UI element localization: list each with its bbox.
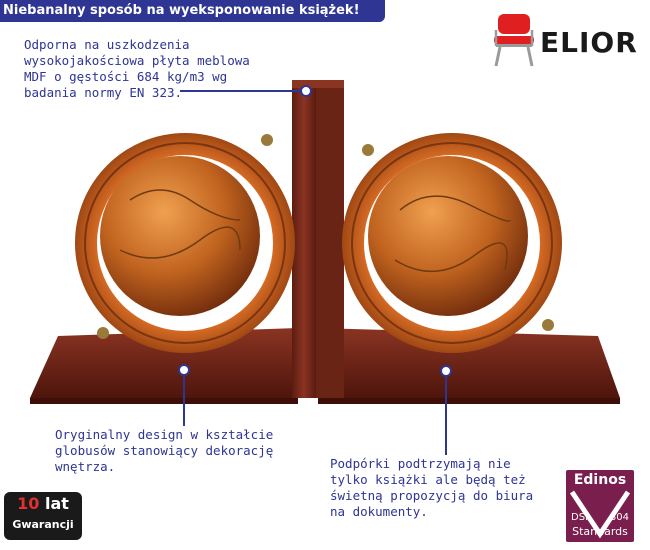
caption-material: Odporna na uszkodzenia wysokojakościowa …: [24, 37, 250, 100]
left-base-front: [30, 398, 298, 404]
promo-banner: Niebanalny sposób na wyeksponowanie ksią…: [0, 0, 385, 22]
left-upright: [292, 84, 316, 398]
caption-use: Podpórki podtrzymają nie tylko książki a…: [330, 456, 534, 519]
warranty-years: 10 lat: [17, 494, 69, 513]
certificate-brand: Edinos: [573, 472, 627, 488]
brand-logo: ELIOR: [492, 12, 642, 72]
chair-icon: [494, 14, 534, 67]
warranty-label: Gwarancji: [12, 518, 74, 531]
pointer-line-use: [445, 375, 447, 455]
brand-name: ELIOR: [540, 26, 638, 59]
certificate-check-icon: [569, 490, 631, 539]
right-upright: [316, 84, 344, 398]
right-base: [318, 328, 620, 398]
certificate-left: DSI: [571, 512, 588, 523]
pointer-line-material: [180, 90, 304, 92]
right-base-front: [318, 398, 620, 404]
pointer-dot-material: [300, 85, 312, 97]
certificate-bottom: Standards: [572, 525, 628, 538]
caption-design: Oryginalny design w kształcie globusów s…: [55, 427, 274, 474]
certificate-badge: Edinos DSI 804 Standards: [566, 470, 634, 542]
left-globe: [75, 133, 295, 353]
certificate-right: 804: [609, 512, 629, 523]
left-base: [30, 328, 298, 398]
right-globe: [342, 133, 562, 353]
pointer-line-design: [183, 374, 185, 426]
warranty-badge: 10 lat Gwarancji: [4, 492, 82, 540]
